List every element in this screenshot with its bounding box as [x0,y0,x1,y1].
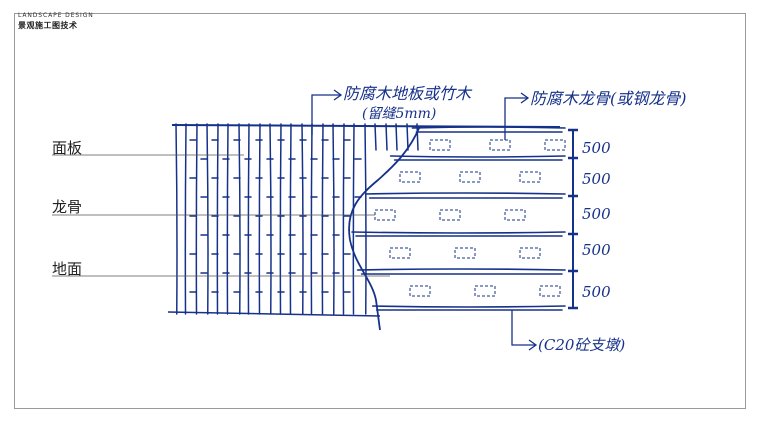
support-pier [429,139,451,151]
dimension-label: 500 [582,283,611,301]
plank-line [395,123,398,151]
drawing-frame [14,13,746,409]
plank-line [374,123,377,151]
plank-line [301,123,304,315]
leader-lines [52,154,390,277]
plank-line [247,123,250,315]
plank-line [332,123,335,315]
plank-line [206,123,209,315]
support-pier [454,247,476,259]
support-pier [399,171,421,183]
plank-line [321,123,324,315]
cutaway-edge [348,125,421,331]
brand-title-en: LANDSCAPE DESIGN [18,12,94,19]
support-pier [459,171,481,183]
plank-line [364,123,367,315]
dimension-label: 500 [582,205,611,223]
deck-bottom-edge [167,311,381,317]
plank-line [342,123,345,315]
plank-line [226,123,229,315]
plank-line [289,123,292,315]
joist-line [356,268,566,271]
joist-line [371,305,566,308]
plank-line [175,123,178,315]
plank-line [195,123,198,315]
support-pier [504,209,526,221]
plank-line [352,123,355,315]
ground-label: 地面 [52,260,83,278]
dimension-label: 500 [582,170,611,188]
joist-line [389,155,566,158]
plank-line [385,123,388,151]
brand-title-cn: 景观施工图技术 [18,21,78,30]
support-pier [389,247,411,259]
support-pier [519,171,541,183]
dimension-label: 500 [582,241,611,259]
deck-top-edge [171,124,561,128]
plank-line [238,123,241,315]
support-pier [474,285,496,297]
dimension-ticks [568,128,578,310]
support-pier [544,139,566,151]
plank-line [258,123,261,315]
joist-lines [351,126,566,311]
annotation-arrows [311,89,538,351]
joist-label: 龙骨 [52,198,83,216]
deck-planks [175,123,419,315]
support-pier [439,209,461,221]
plank-line [216,123,219,315]
plank-line [269,123,272,315]
support-arrow [511,310,538,351]
plank-line [184,123,187,315]
support-piers [374,139,566,297]
joist-material-note: 防腐木龙骨(或钢龙骨) [530,89,687,108]
joist-material-arrow [504,92,530,140]
support-pier [374,209,396,221]
plank-line [310,123,313,315]
support-pier [539,285,561,297]
support-pier [519,247,541,259]
gap-note: (留缝5mm) [362,106,437,122]
plank-line [406,123,409,151]
plank-line [279,123,282,315]
support-pier [409,285,431,297]
panel-label: 面板 [52,139,83,157]
joist-line [351,231,566,234]
support-pier [489,139,511,151]
deck-material-arrow [311,89,343,135]
deck-material-note: 防腐木地板或竹木 [343,84,472,103]
dimension-label: 500 [582,139,611,157]
joist-line [364,192,566,195]
support-note: (C20砼支墩) [538,336,626,354]
